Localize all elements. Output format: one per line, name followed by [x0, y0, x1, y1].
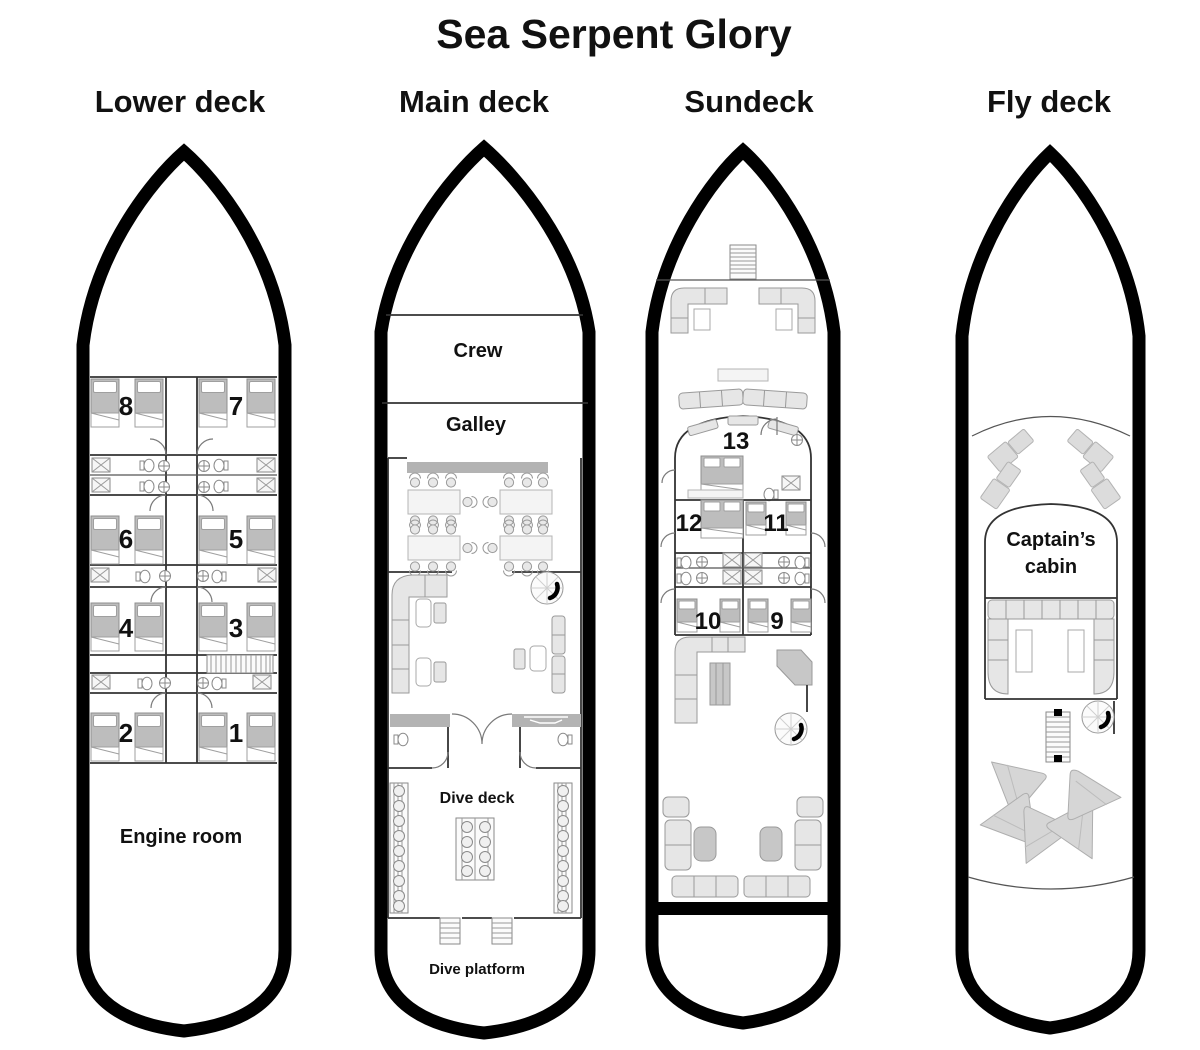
cabin-1: 1 [198, 712, 276, 762]
saloon-right-benches [551, 615, 566, 694]
cabin-13: 13 [674, 415, 812, 502]
foredeck-table [717, 368, 769, 382]
main-deck-hull [374, 139, 596, 1040]
cabin-11: 11 [745, 501, 807, 537]
sundeck-plan: 13 12 11 [645, 142, 841, 1030]
deck-label-fly: Fly deck [987, 84, 1112, 119]
dive-platform-label: Dive platform [429, 961, 525, 978]
lower-deck-stairs-icon [206, 654, 274, 674]
fly-u-sofa [987, 599, 1115, 695]
stern-stairs-icons [439, 917, 513, 945]
dive-gear-table [455, 817, 495, 881]
deck-label-lower: Lower deck [95, 84, 266, 119]
cabin-9-number: 9 [770, 608, 783, 635]
aft-bar [776, 649, 813, 686]
fly-spiral-stairs-icon [1082, 701, 1114, 733]
main-deck-bathrooms [393, 732, 573, 769]
cabin-12-number: 12 [676, 510, 703, 537]
cabin-10: 10 [676, 598, 741, 635]
cabin-7-number: 7 [229, 391, 243, 421]
cabin-1-number: 1 [229, 718, 243, 748]
crew-room-label: Crew [454, 340, 503, 362]
coffee-tables-left [415, 598, 447, 687]
coffee-tables-right [513, 645, 547, 672]
cabin-8: 8 [90, 378, 164, 428]
cabin-5-number: 5 [229, 524, 243, 554]
bow-stairs-icon [729, 244, 757, 280]
cabin-9: 9 [747, 598, 812, 635]
dining-area [407, 472, 553, 577]
cabin-6-number: 6 [119, 524, 133, 554]
curved-sofa [678, 388, 808, 410]
fly-ladder-icon [1045, 709, 1071, 763]
lower-deck-doors [149, 438, 214, 709]
cabin-2: 2 [90, 712, 164, 762]
captains-cabin: Captain’s cabin [984, 503, 1118, 598]
fly-deck-plan: Captain’s cabin [955, 144, 1146, 1035]
cabin-8-number: 8 [119, 391, 133, 421]
fly-deck-hull [955, 144, 1146, 1035]
cabin-11-number: 11 [763, 510, 788, 537]
captains-cabin-label-line1: Captain’s [1006, 529, 1095, 551]
cabin-3-number: 3 [229, 613, 243, 643]
aft-threshold-left [390, 714, 450, 727]
galley-counter [407, 462, 548, 473]
cabin-6: 6 [90, 515, 164, 565]
main-deck-walls [382, 314, 588, 919]
cabin-12: 12 [676, 499, 744, 539]
transom-wall [648, 902, 838, 915]
dive-tank-rack-right [553, 782, 573, 914]
bow-lounge-sofas [670, 287, 816, 334]
deck-label-sundeck: Sundeck [684, 84, 814, 119]
captains-cabin-label-line2: cabin [1025, 556, 1077, 578]
cabin-13-number: 13 [723, 428, 750, 455]
saloon-area [391, 572, 566, 694]
cabin-4: 4 [90, 602, 164, 652]
cabin-5: 5 [198, 515, 276, 565]
engine-room-label: Engine room [120, 826, 242, 848]
cabin-3: 3 [198, 602, 276, 652]
lower-deck-hull [76, 143, 292, 1038]
sideboard-sink [524, 716, 568, 724]
dive-deck-label: Dive deck [440, 790, 515, 807]
galley-label: Galley [446, 414, 507, 436]
cabin-4-number: 4 [119, 613, 134, 643]
saloon-spiral-stairs-icon [531, 572, 563, 604]
sundeck-spiral-stairs-icon [775, 713, 807, 745]
sundeck-aft-lounge [662, 636, 824, 898]
cabin-7: 7 [198, 378, 276, 428]
sundeck-doors [660, 469, 826, 604]
aft-sideboard [512, 714, 581, 727]
cabin-10-number: 10 [695, 608, 722, 635]
fly-stern-line [967, 876, 1135, 890]
dive-tank-rack-left [389, 782, 409, 914]
ship-title: Sea Serpent Glory [436, 11, 792, 57]
cabin-2-number: 2 [119, 718, 133, 748]
saloon-double-doors [451, 713, 513, 745]
deck-label-main: Main deck [399, 84, 550, 119]
saloon-corner-sofa [391, 574, 448, 694]
main-deck-plan: Crew Galley [374, 139, 596, 1040]
fly-bow-line [971, 415, 1131, 437]
lower-deck-plan: 8 7 6 5 4 3 2 [76, 143, 292, 1038]
